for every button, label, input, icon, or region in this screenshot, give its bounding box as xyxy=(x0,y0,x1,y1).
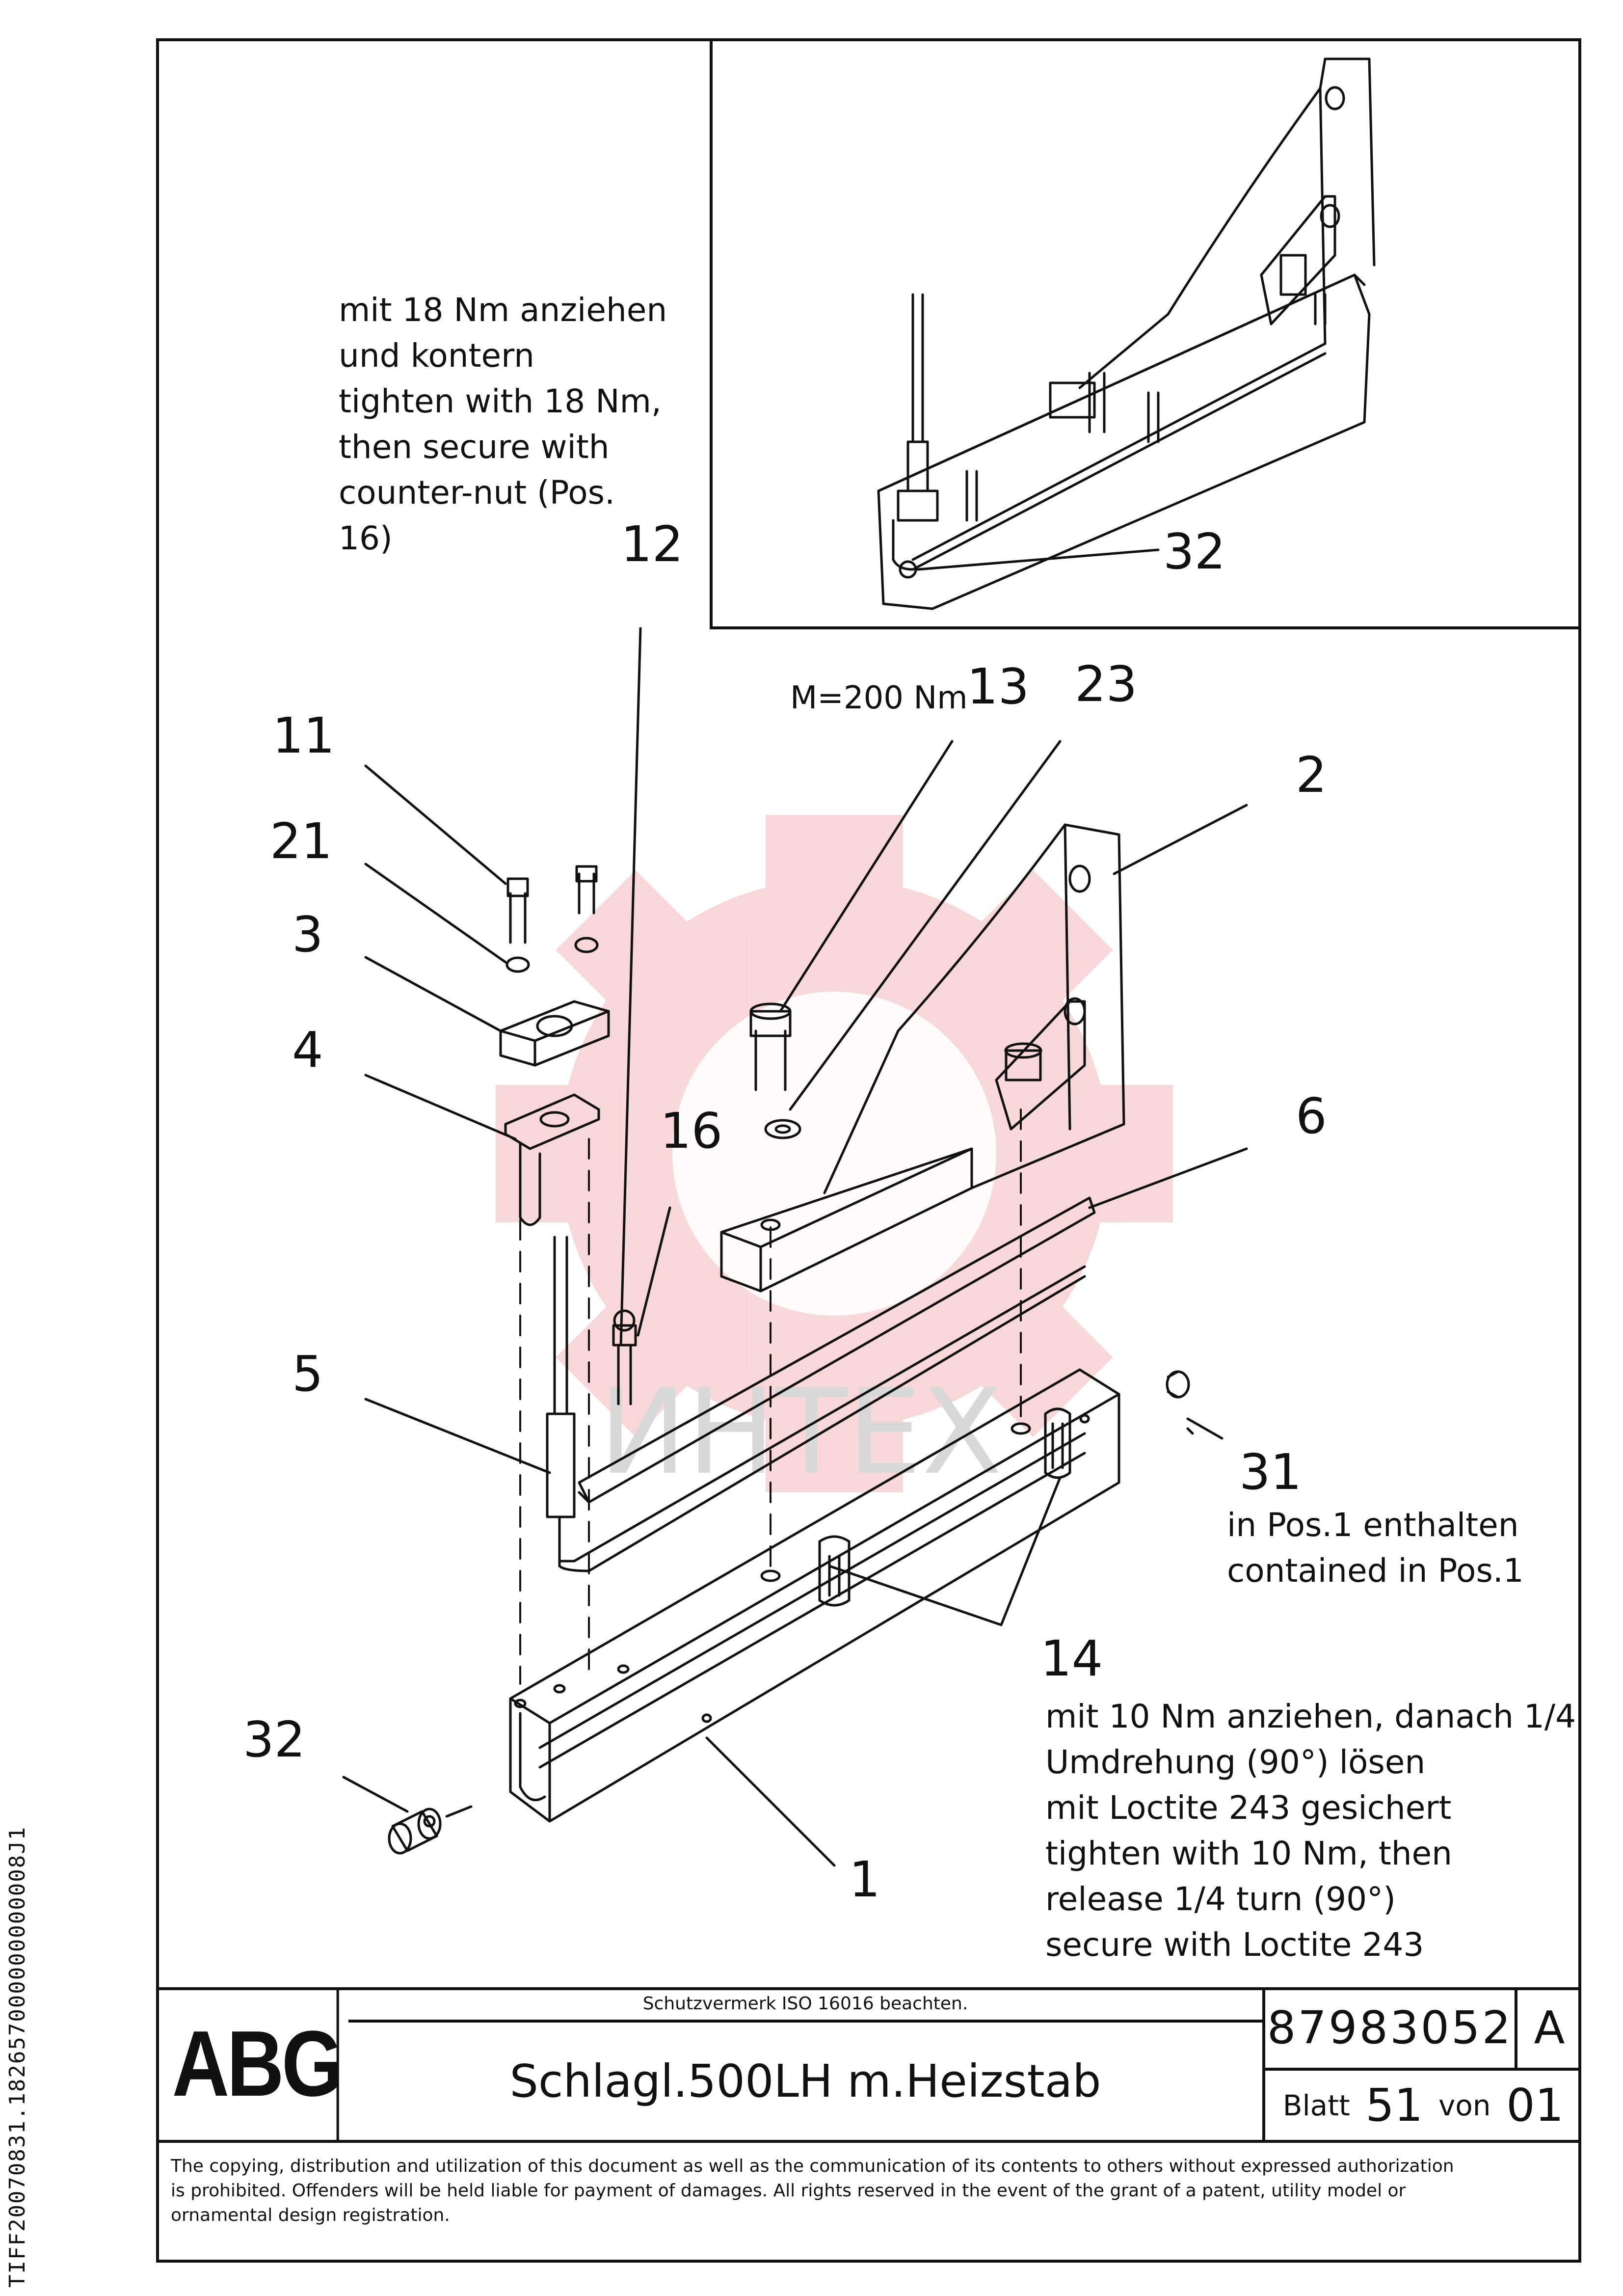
title-block-divider xyxy=(156,2140,1581,2143)
bracket-4 xyxy=(504,1093,600,1226)
inset-assembly xyxy=(877,57,1376,610)
of-label: von xyxy=(1438,2088,1491,2122)
heating-rod-5 xyxy=(546,1236,1086,1572)
pos-3: 3 xyxy=(292,906,323,963)
sheet-total: 01 xyxy=(1506,2079,1564,2132)
pin-32 xyxy=(388,1808,442,1855)
pos-13: 13 xyxy=(967,658,1030,715)
pins-14 xyxy=(818,1407,1071,1607)
pos-4: 4 xyxy=(292,1021,323,1079)
sheet-number: 51 xyxy=(1365,2079,1423,2132)
note-pos31: in Pos.1 enthalten contained in Pos.1 xyxy=(1227,1506,1524,1590)
pos-6: 6 xyxy=(1296,1087,1327,1145)
drawing-title: Schlagl.500LH m.Heizstab xyxy=(509,2055,1101,2107)
company-logo: ABG xyxy=(172,1987,343,2140)
cap-31 xyxy=(1166,1370,1190,1399)
title-block: ABG Schutzvermerk ISO 16016 beachten. Sc… xyxy=(156,1987,1581,2263)
pos-23: 23 xyxy=(1075,655,1138,713)
pos-5: 5 xyxy=(292,1345,323,1403)
bolt-11 xyxy=(506,865,598,944)
pos-14: 14 xyxy=(1040,1630,1103,1687)
protection-note: Schutzvermerk ISO 16016 beachten. xyxy=(348,1987,1262,2023)
sheet-info: Blatt 51 von 01 xyxy=(1262,2071,1581,2140)
pos-1: 1 xyxy=(849,1851,880,1908)
strip-6 xyxy=(578,1196,1096,1504)
pos-21: 21 xyxy=(270,812,333,870)
revision: A xyxy=(1517,1987,1581,2071)
note-torque-18nm: mit 18 Nm anziehen und kontern tighten w… xyxy=(339,291,667,557)
pos-31: 31 xyxy=(1239,1443,1302,1501)
watermark-text: ИНТЕХ xyxy=(599,1363,1003,1501)
title-block-top-line xyxy=(156,1987,1581,1990)
note-pos14: mit 10 Nm anziehen, danach 1/4 Umdrehung… xyxy=(1045,1698,1576,1964)
detail-inset-frame xyxy=(710,38,1581,629)
copyright-notice: The copying, distribution and utilizatio… xyxy=(171,2156,1454,2225)
bolt-12 xyxy=(612,1309,637,1405)
bracket-2 xyxy=(720,823,1125,1293)
pos-16: 16 xyxy=(660,1102,723,1160)
pos-32: 32 xyxy=(243,1711,306,1768)
pos-2: 2 xyxy=(1296,746,1327,804)
pos-32-inset: 32 xyxy=(1163,523,1226,580)
base-bar-1 xyxy=(509,1368,1120,1823)
bolt-13 xyxy=(749,1002,1042,1139)
pos-11: 11 xyxy=(272,707,335,764)
drawing-frame xyxy=(156,38,1581,2263)
leader-32-inset xyxy=(916,548,1160,571)
document-number: 87983052 xyxy=(1262,1987,1517,2071)
sheet-label: Blatt xyxy=(1282,2088,1350,2122)
pos-12: 12 xyxy=(621,515,684,573)
torque-label: M=200 Nm xyxy=(790,680,968,716)
plate-3 xyxy=(499,1000,610,1067)
